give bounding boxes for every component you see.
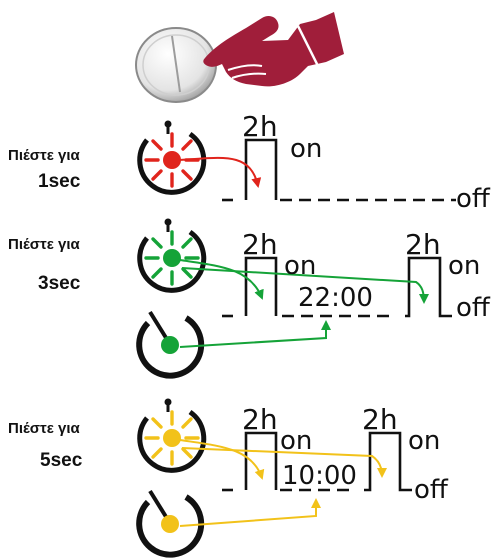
step-2-on-label-2: on xyxy=(448,251,480,281)
press-button-icon xyxy=(137,398,207,473)
press-button-icon xyxy=(137,120,207,195)
step-2-off-label: off xyxy=(456,293,491,323)
step-3-off-label: off xyxy=(414,475,449,505)
pointing-hand-icon xyxy=(203,12,344,87)
step-3-label-line2: 5sec xyxy=(40,450,83,471)
step-3-on-label-2: on xyxy=(408,426,440,456)
step-2-duration-2: 2h xyxy=(405,228,441,261)
step-2-duration-1: 2h xyxy=(242,228,278,261)
step-3-duration-2: 2h xyxy=(362,403,398,436)
stopwatch-icon xyxy=(136,310,205,379)
press-button-icon xyxy=(137,218,207,293)
step-3-duration-1: 2h xyxy=(242,403,278,436)
knob-icon xyxy=(135,27,217,103)
step-1-label-line1: Πιέστε για xyxy=(8,147,81,164)
step-2-label-line1: Πιέστε για xyxy=(8,236,81,253)
timing-diagram-3sec xyxy=(179,256,452,348)
timing-diagram-1sec xyxy=(177,138,456,202)
step-1-on-label: on xyxy=(290,134,322,164)
timing-diagram-5sec xyxy=(179,431,412,527)
step-2-label-line2: 3sec xyxy=(38,273,81,294)
step-3-time: 10:00 xyxy=(282,461,357,491)
stopwatch-icon xyxy=(136,489,205,558)
step-2-time: 22:00 xyxy=(298,283,373,313)
step-1-off-label: off xyxy=(456,184,491,214)
step-1-label-line2: 1sec xyxy=(38,171,81,192)
step-3-label-line1: Πιέστε για xyxy=(8,420,81,437)
step-2-on-label-1: on xyxy=(284,251,316,281)
step-1-duration: 2h xyxy=(242,110,278,143)
step-3-on-label-1: on xyxy=(280,426,312,456)
